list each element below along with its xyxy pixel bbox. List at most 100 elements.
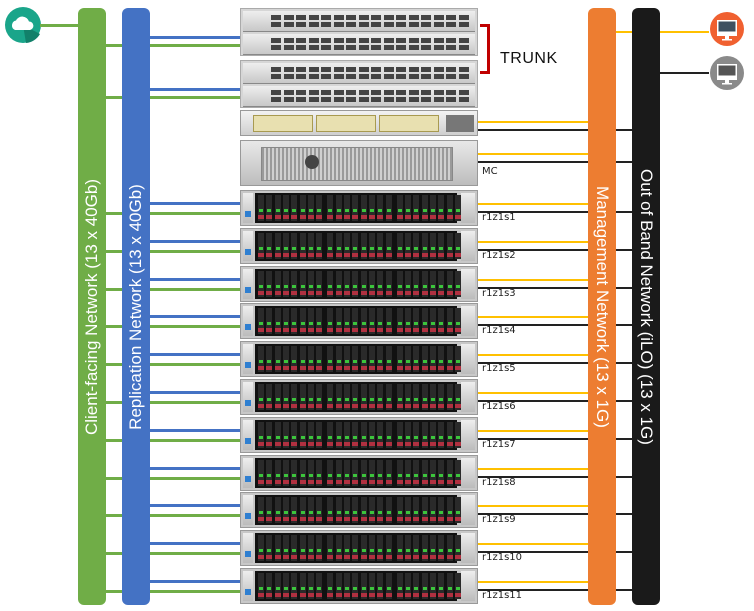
drive-tray xyxy=(396,593,403,597)
drive-tray xyxy=(327,593,334,597)
drive-led xyxy=(283,587,288,590)
drive-led xyxy=(397,398,402,401)
port xyxy=(408,97,419,102)
drive-led xyxy=(317,398,322,401)
drive-led xyxy=(328,549,333,552)
client-link xyxy=(106,552,240,555)
drive xyxy=(413,422,420,448)
drive-led xyxy=(353,247,358,250)
port xyxy=(346,45,356,50)
drive-tray xyxy=(291,593,298,597)
drive-bay xyxy=(255,571,461,601)
oob-link xyxy=(478,362,632,364)
drive-tray xyxy=(316,253,323,257)
drive xyxy=(266,346,273,372)
uid-light xyxy=(245,211,251,217)
drive xyxy=(307,308,314,334)
drive-led xyxy=(259,511,263,514)
drive xyxy=(396,422,403,448)
server-ear xyxy=(461,495,475,525)
drive-led xyxy=(336,549,341,552)
drive-tray xyxy=(344,291,350,295)
drive-led xyxy=(275,285,280,288)
port-group xyxy=(253,115,313,132)
drive xyxy=(266,195,273,221)
port xyxy=(458,15,469,20)
drive xyxy=(299,195,306,221)
server-ear xyxy=(243,231,253,261)
drive xyxy=(335,195,342,221)
drive-led xyxy=(397,247,402,250)
drive xyxy=(368,346,375,372)
drive xyxy=(377,346,384,372)
drive xyxy=(316,308,323,334)
drive-led xyxy=(300,322,305,325)
port xyxy=(421,45,431,50)
drive-led xyxy=(317,247,322,250)
drive-led xyxy=(378,209,383,212)
drive-led xyxy=(455,549,460,552)
drive xyxy=(454,233,461,259)
drive-led xyxy=(292,511,297,514)
client-network-bar: Client-facing Network (13 x 40Gb) xyxy=(78,8,106,605)
drive-led xyxy=(336,511,341,514)
drive-led xyxy=(267,398,272,401)
drive-led xyxy=(447,587,452,590)
oob-link xyxy=(478,438,632,440)
drive-led xyxy=(422,209,427,212)
drive-tray xyxy=(344,253,350,257)
drive-led xyxy=(345,360,349,363)
drive-tray xyxy=(307,291,314,295)
drive-led xyxy=(439,322,444,325)
drive-tray xyxy=(266,366,273,370)
port xyxy=(321,22,331,27)
drive-led xyxy=(353,474,358,477)
server-label: r1z1s5 xyxy=(482,363,516,374)
drive-led xyxy=(369,398,374,401)
port xyxy=(383,90,394,95)
port xyxy=(408,67,419,72)
drive-tray xyxy=(258,517,264,521)
drive xyxy=(377,384,384,410)
drive xyxy=(421,573,428,599)
oob-link xyxy=(478,513,632,515)
client-link xyxy=(106,590,240,593)
hp-logo xyxy=(305,155,319,169)
drive-led xyxy=(361,209,366,212)
drive-tray xyxy=(266,555,273,559)
drive-led xyxy=(317,322,322,325)
drive-tray xyxy=(454,593,461,597)
drive xyxy=(266,308,273,334)
drive-tray xyxy=(360,442,367,446)
drive-led xyxy=(283,247,288,250)
port xyxy=(308,97,319,102)
drive xyxy=(258,384,264,410)
drive-tray xyxy=(446,442,453,446)
drive xyxy=(307,384,314,410)
drive-led xyxy=(300,436,305,439)
drive-tray xyxy=(335,215,342,219)
drive xyxy=(274,535,281,561)
port xyxy=(296,45,306,50)
drive-tray xyxy=(430,442,436,446)
port xyxy=(383,22,394,27)
drive-tray xyxy=(282,253,289,257)
drive-tray xyxy=(421,291,428,295)
port xyxy=(396,74,406,79)
drive-tray xyxy=(430,555,436,559)
drive xyxy=(258,308,264,334)
drive xyxy=(413,195,420,221)
drive-tray xyxy=(430,328,436,332)
drive-led xyxy=(439,587,444,590)
drive-tray xyxy=(291,328,298,332)
port xyxy=(271,38,281,43)
drive xyxy=(307,535,314,561)
drive-tray xyxy=(266,328,273,332)
drive xyxy=(405,422,412,448)
replication-link xyxy=(150,542,240,545)
server-ear xyxy=(243,193,253,223)
drive-led xyxy=(308,474,313,477)
drive xyxy=(327,497,334,523)
port xyxy=(308,38,319,43)
drive-led xyxy=(345,247,349,250)
